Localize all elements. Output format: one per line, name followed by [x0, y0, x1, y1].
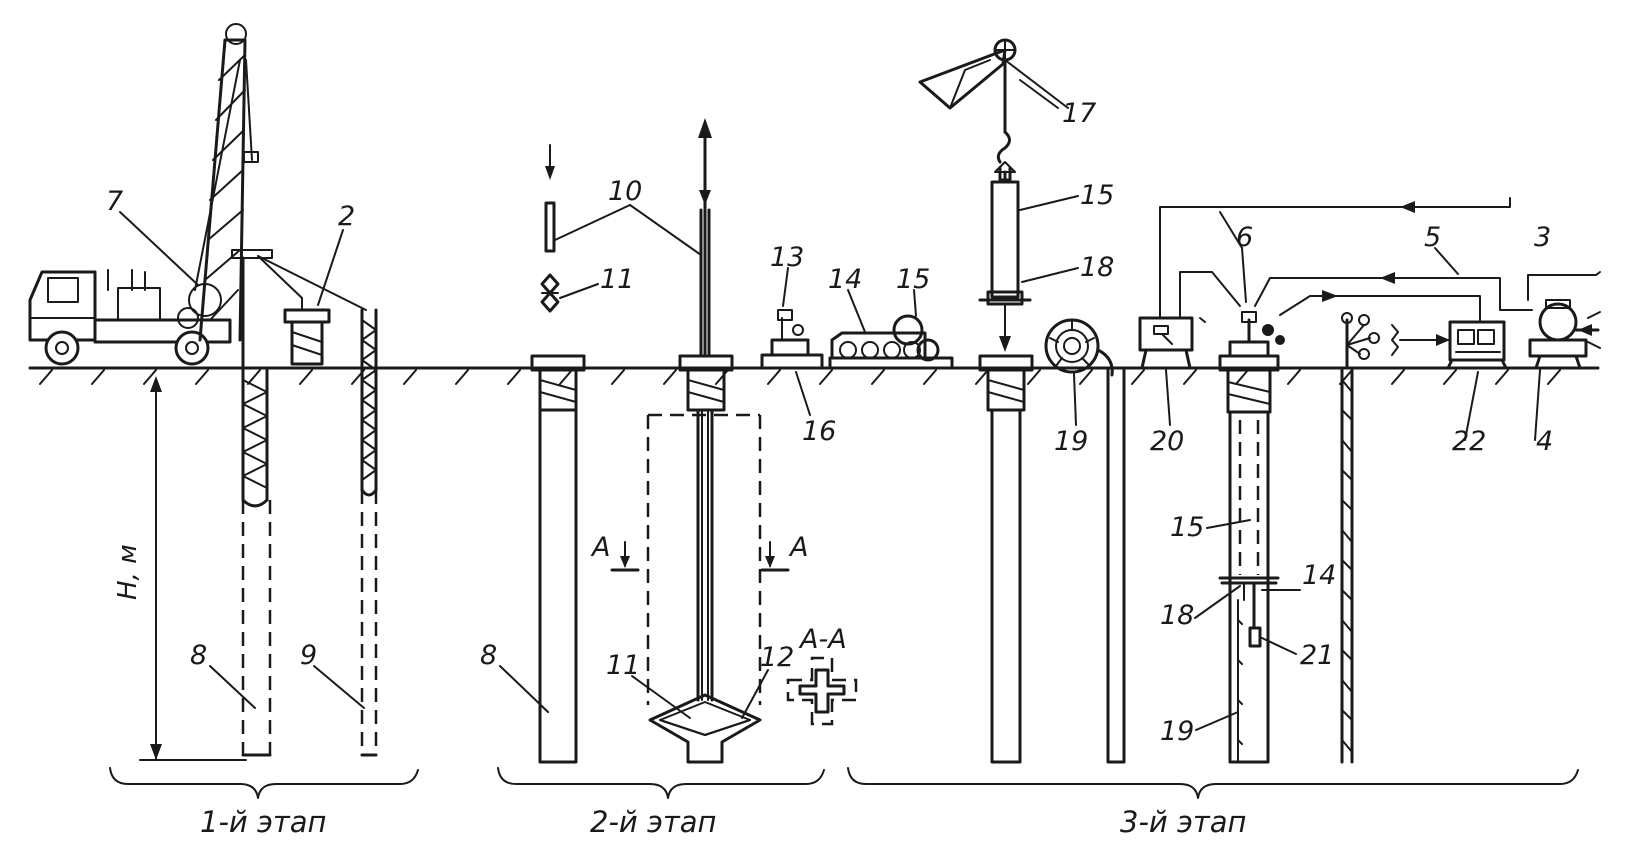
ground-hatch-mark	[455, 369, 469, 385]
ground-hatch-mark	[507, 369, 521, 385]
hoses-5-6	[1159, 197, 1601, 346]
stage2-equipment-leaders	[782, 267, 917, 416]
callout-19-pile: 19	[1160, 716, 1194, 747]
stage-braces	[109, 767, 1579, 799]
ground-hatch-mark	[663, 369, 677, 385]
ground-hatch-mark	[819, 369, 833, 385]
ground-hatch-mark	[1079, 369, 1093, 385]
casing-pipe-2	[257, 255, 331, 366]
callout-11-bottom: 11	[606, 650, 640, 681]
ground-hatch-mark	[559, 369, 573, 385]
stage-3-label: 3-й этап	[1120, 805, 1247, 839]
ground-hatch-mark	[403, 369, 417, 385]
callout-15-pile: 15	[1170, 512, 1204, 543]
callout-3: 3	[1534, 222, 1551, 253]
callout-21: 21	[1300, 640, 1334, 671]
ground-hatch-mark	[1131, 369, 1145, 385]
pump-4	[1528, 299, 1601, 370]
callout-16: 16	[802, 416, 836, 447]
callout-6: 6	[1236, 222, 1253, 253]
recorder-22	[1446, 320, 1508, 370]
callout-18-pile: 18	[1160, 600, 1194, 631]
ground-hatch-mark	[1547, 369, 1561, 385]
ground-hatch-mark	[1443, 369, 1457, 385]
section-mark-right: А	[788, 532, 808, 563]
equipment-13-16	[760, 309, 824, 370]
callout-12: 12	[760, 642, 794, 673]
callout-14-stage2: 14	[828, 264, 862, 295]
depth-label: H, м	[113, 544, 143, 600]
ground-hatch-mark	[299, 369, 313, 385]
auger-bore-8	[241, 256, 272, 757]
stage2-leaders	[499, 204, 769, 719]
sensor-string-well	[1340, 312, 1399, 764]
callout-17: 17	[1062, 98, 1096, 129]
callout-15-stage2: 15	[896, 264, 930, 295]
ground-hatch-mark	[923, 369, 937, 385]
ground-hatch-mark	[1027, 369, 1041, 385]
callout-11-top: 11	[600, 264, 634, 295]
callout-20: 20	[1150, 426, 1184, 457]
instrumented-pile	[1218, 311, 1285, 764]
ground-hatch-mark	[91, 369, 105, 385]
coil-19	[1044, 318, 1114, 377]
ground-hatch-mark	[715, 369, 729, 385]
ground-hatch-mark	[1183, 369, 1197, 385]
rod-10-and-bit-11	[540, 118, 712, 357]
bore-9	[257, 255, 378, 757]
pipes-14-15	[828, 314, 954, 370]
pile-stage3	[978, 354, 1034, 764]
depth-dimension	[139, 376, 247, 761]
stage3-leaders	[1019, 79, 1541, 731]
stage-1-label: 1-й этап	[200, 805, 327, 839]
callout-19-coil: 19	[1054, 426, 1088, 457]
callout-13: 13	[770, 242, 804, 273]
section-mark-left: А	[590, 532, 610, 563]
ground-hatch-mark	[1391, 369, 1405, 385]
section-marks	[610, 541, 790, 572]
ground-hatch-mark	[611, 369, 625, 385]
callout-2: 2	[338, 201, 355, 232]
drilling-rig-truck	[28, 23, 273, 366]
stage-2-label: 2-й этап	[590, 805, 717, 839]
stage1-leaders	[119, 211, 365, 709]
callout-14-pile: 14	[1302, 560, 1336, 591]
callout-22: 22	[1452, 426, 1486, 457]
callout-4: 4	[1536, 426, 1553, 457]
ground-hatch-mark	[1287, 369, 1301, 385]
ground-hatch-mark	[1235, 369, 1249, 385]
ground-hatch-mark	[195, 369, 209, 385]
section-aa-cross	[786, 656, 858, 726]
ground-hatch-mark	[143, 369, 157, 385]
callout-8-stage2: 8	[480, 640, 497, 671]
ground-hatch-mark	[767, 369, 781, 385]
callout-5: 5	[1424, 222, 1441, 253]
open-bore	[1106, 368, 1126, 764]
section-aa-label: А-А	[798, 624, 847, 655]
ground-hatch-mark	[871, 369, 885, 385]
callout-10: 10	[608, 176, 642, 207]
callout-8-stage1: 8	[190, 640, 207, 671]
ground-hatch-mark	[975, 369, 989, 385]
callout-15-hanging: 15	[1080, 180, 1114, 211]
ground-hatch-mark	[1495, 369, 1509, 385]
device-20	[1138, 316, 1194, 370]
crane-17	[918, 38, 1069, 173]
ground-hatch-mark	[247, 369, 261, 385]
callout-18-hanging: 18	[1080, 252, 1114, 283]
reamer-well-stage2	[646, 354, 762, 764]
ground-surface	[28, 366, 1600, 385]
pile-8-stage2	[530, 354, 586, 764]
callout-9: 9	[300, 640, 317, 671]
casing-section-15-hanging	[978, 166, 1032, 352]
callout-7: 7	[106, 186, 123, 217]
ground-hatch-mark	[39, 369, 53, 385]
